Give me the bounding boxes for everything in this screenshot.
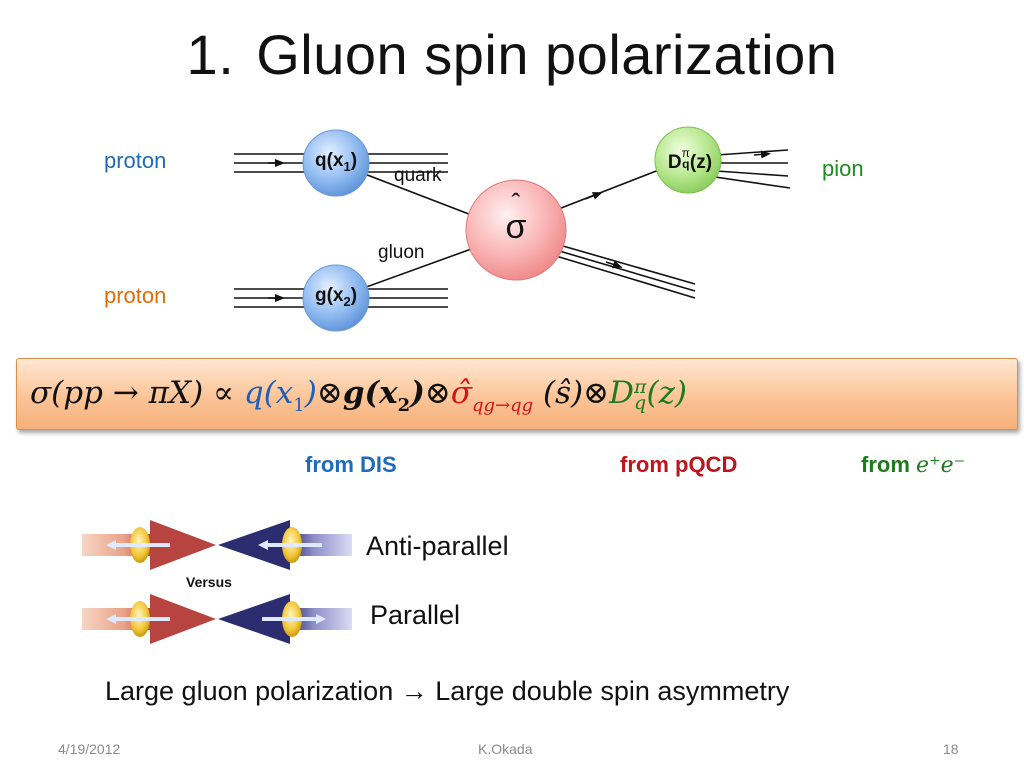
- formula-shat: (ŝ): [533, 375, 584, 411]
- proton-bottom-label: proton: [104, 283, 167, 308]
- formula-lhs: σ(pp → πX) ∝: [30, 375, 244, 411]
- pdf-g-text: g(x2): [314, 285, 358, 309]
- parallel-label: Parallel: [370, 600, 461, 630]
- source-ee: from e⁺e⁻: [861, 452, 966, 478]
- footer-author: K.Okada: [478, 741, 533, 757]
- footer-page: 18: [943, 741, 959, 757]
- pdf-q-bubble: [302, 129, 370, 197]
- gluon-label: gluon: [378, 242, 425, 263]
- formula-sigma-hat: σ̂qg→qg: [450, 375, 534, 416]
- footer-date: 4/19/2012: [58, 741, 121, 757]
- sigma-hat-text: ˆ σ: [505, 188, 527, 246]
- anti-parallel-graphic: [82, 520, 352, 570]
- pdf-q-text: q(x1): [314, 150, 358, 174]
- sigma-bubble: [465, 179, 567, 281]
- conclusion-text: Large gluon polarization → Large double …: [105, 676, 790, 706]
- formula-q: q(x1): [243, 375, 317, 416]
- pdf-g-bubble: [302, 264, 370, 332]
- title-number: 1.: [186, 23, 235, 86]
- pion-label: pion: [822, 156, 864, 181]
- versus-label: Versus: [186, 574, 232, 590]
- quark-label: quark: [394, 165, 442, 186]
- proton-top-label: proton: [104, 148, 167, 173]
- formula-g: g(x2): [342, 375, 425, 416]
- outgoing-jet-lines: [555, 243, 696, 285]
- source-dis: from DIS: [305, 452, 397, 477]
- parallel-graphic: [82, 594, 352, 644]
- source-pqcd: from pQCD: [620, 452, 738, 477]
- slide-title: 1. Gluon spin polarization: [0, 22, 1024, 87]
- formula-box: [16, 358, 1018, 430]
- frag-bubble: [654, 126, 722, 194]
- title-text: Gluon spin polarization: [256, 23, 838, 86]
- anti-parallel-label: Anti-parallel: [366, 531, 509, 561]
- outgoing-quark-line: [555, 167, 665, 211]
